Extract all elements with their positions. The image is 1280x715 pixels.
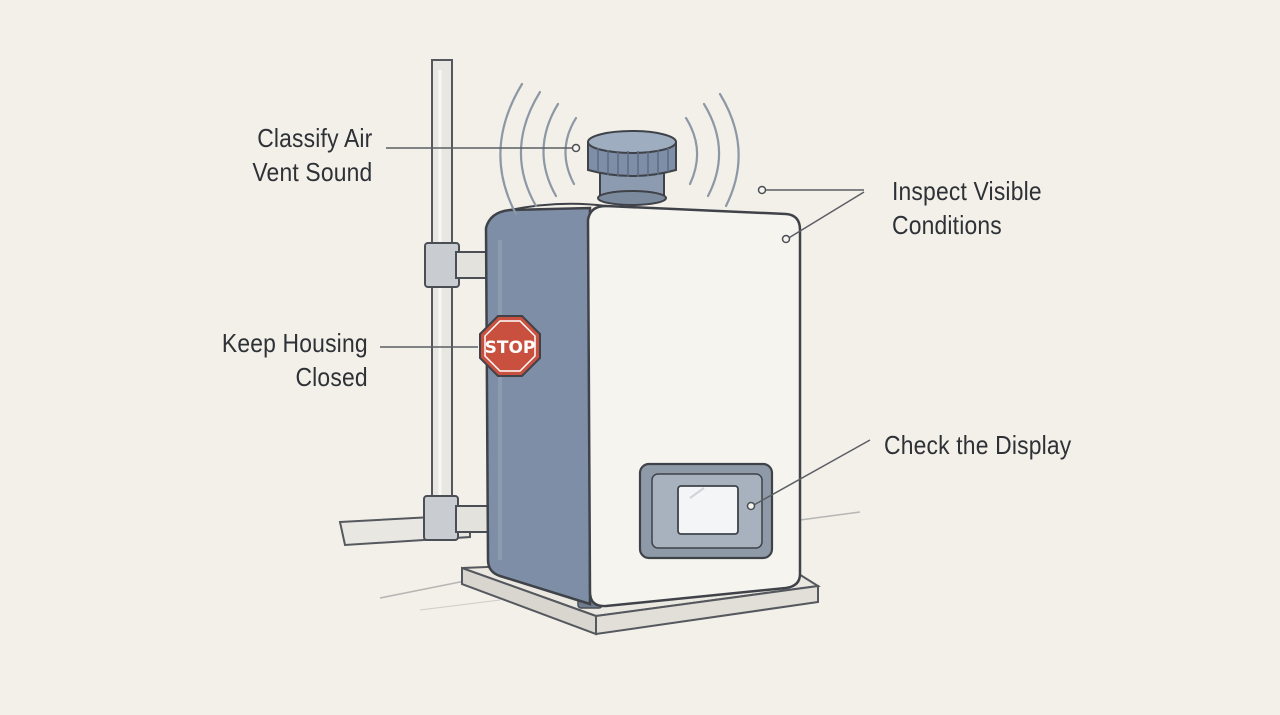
stop-sign-text: STOP — [485, 338, 536, 358]
display-panel-icon — [638, 462, 774, 560]
label-line: Conditions — [892, 210, 1002, 240]
callout-dots — [571, 143, 791, 511]
label-line: Closed — [295, 362, 368, 392]
sound-waves-icon — [499, 82, 740, 216]
label-line: Classify Air — [256, 123, 372, 153]
callout-lines — [380, 147, 871, 507]
label-line: Vent Sound — [251, 157, 372, 187]
label-check-the-display: Check the Display — [884, 428, 1071, 462]
stop-sign-icon: STOP — [479, 315, 541, 377]
housing-side-panel — [484, 206, 592, 606]
label-inspect-visible-conditions: Inspect Visible Conditions — [892, 174, 1042, 242]
air-vent-cap-icon — [587, 130, 677, 206]
label-keep-housing-closed: Keep Housing Closed — [222, 326, 368, 394]
vertical-pipe — [431, 59, 453, 531]
label-line: Keep Housing — [222, 328, 368, 358]
label-line: Inspect Visible — [892, 176, 1042, 206]
label-line: Check the Display — [884, 430, 1072, 460]
label-classify-air-vent-sound: Classify Air Vent Sound — [252, 121, 372, 189]
